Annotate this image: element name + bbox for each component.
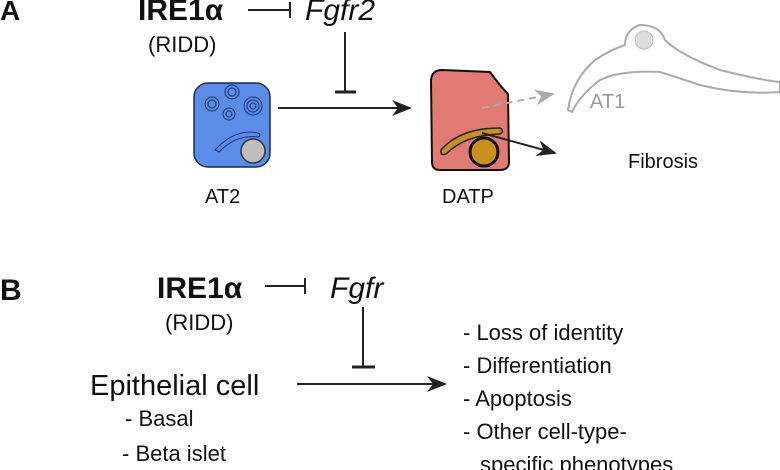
dashed-arrow-datp-to-at1: [481, 89, 555, 109]
ridd-label: (RIDD): [148, 32, 216, 57]
outcome-item: - Other cell-type-: [463, 419, 627, 444]
outcome-item: - Loss of identity: [463, 320, 623, 345]
ridd-label: (RIDD): [165, 310, 233, 335]
fgfr2-label: Fgfr2: [305, 0, 375, 27]
datp-label: DATP: [442, 186, 494, 208]
panel-b: B IRE1α (RIDD) Fgfr Epithelial cell - Ba…: [0, 272, 673, 470]
inhibition-ire1a-fgfr: [265, 278, 306, 294]
at2-cell-icon: [193, 82, 271, 168]
arrow-datp-to-fibrosis: [481, 132, 557, 156]
inhibition-fgfr-transition: [352, 307, 375, 369]
epithelial-cell-label: Epithelial cell: [90, 370, 259, 402]
ire1a-label: IRE1α: [157, 272, 243, 305]
at1-label: AT1: [590, 91, 625, 113]
outcome-item: specific phenotypes: [480, 452, 673, 470]
panel-a-letter: A: [0, 0, 20, 26]
at2-label: AT2: [205, 186, 240, 208]
outcome-item: - Apoptosis: [463, 386, 572, 411]
panel-a: A IRE1α (RIDD) Fgfr2 AT2: [0, 0, 780, 208]
inhibition-ire1a-fgfr2: [248, 2, 291, 18]
ire1a-label: IRE1α: [138, 0, 224, 27]
panel-b-letter: B: [0, 274, 22, 307]
outcome-item: - Differentiation: [463, 353, 612, 378]
at1-cell-icon: [566, 23, 780, 114]
fgfr-label: Fgfr: [330, 272, 384, 305]
cell-type-item: - Beta islet: [122, 441, 226, 466]
cell-type-item: - Basal: [125, 406, 193, 431]
fibrosis-label: Fibrosis: [628, 151, 698, 173]
inhibition-fgfr2-transition: [335, 32, 356, 94]
datp-cell-icon: [429, 68, 511, 171]
